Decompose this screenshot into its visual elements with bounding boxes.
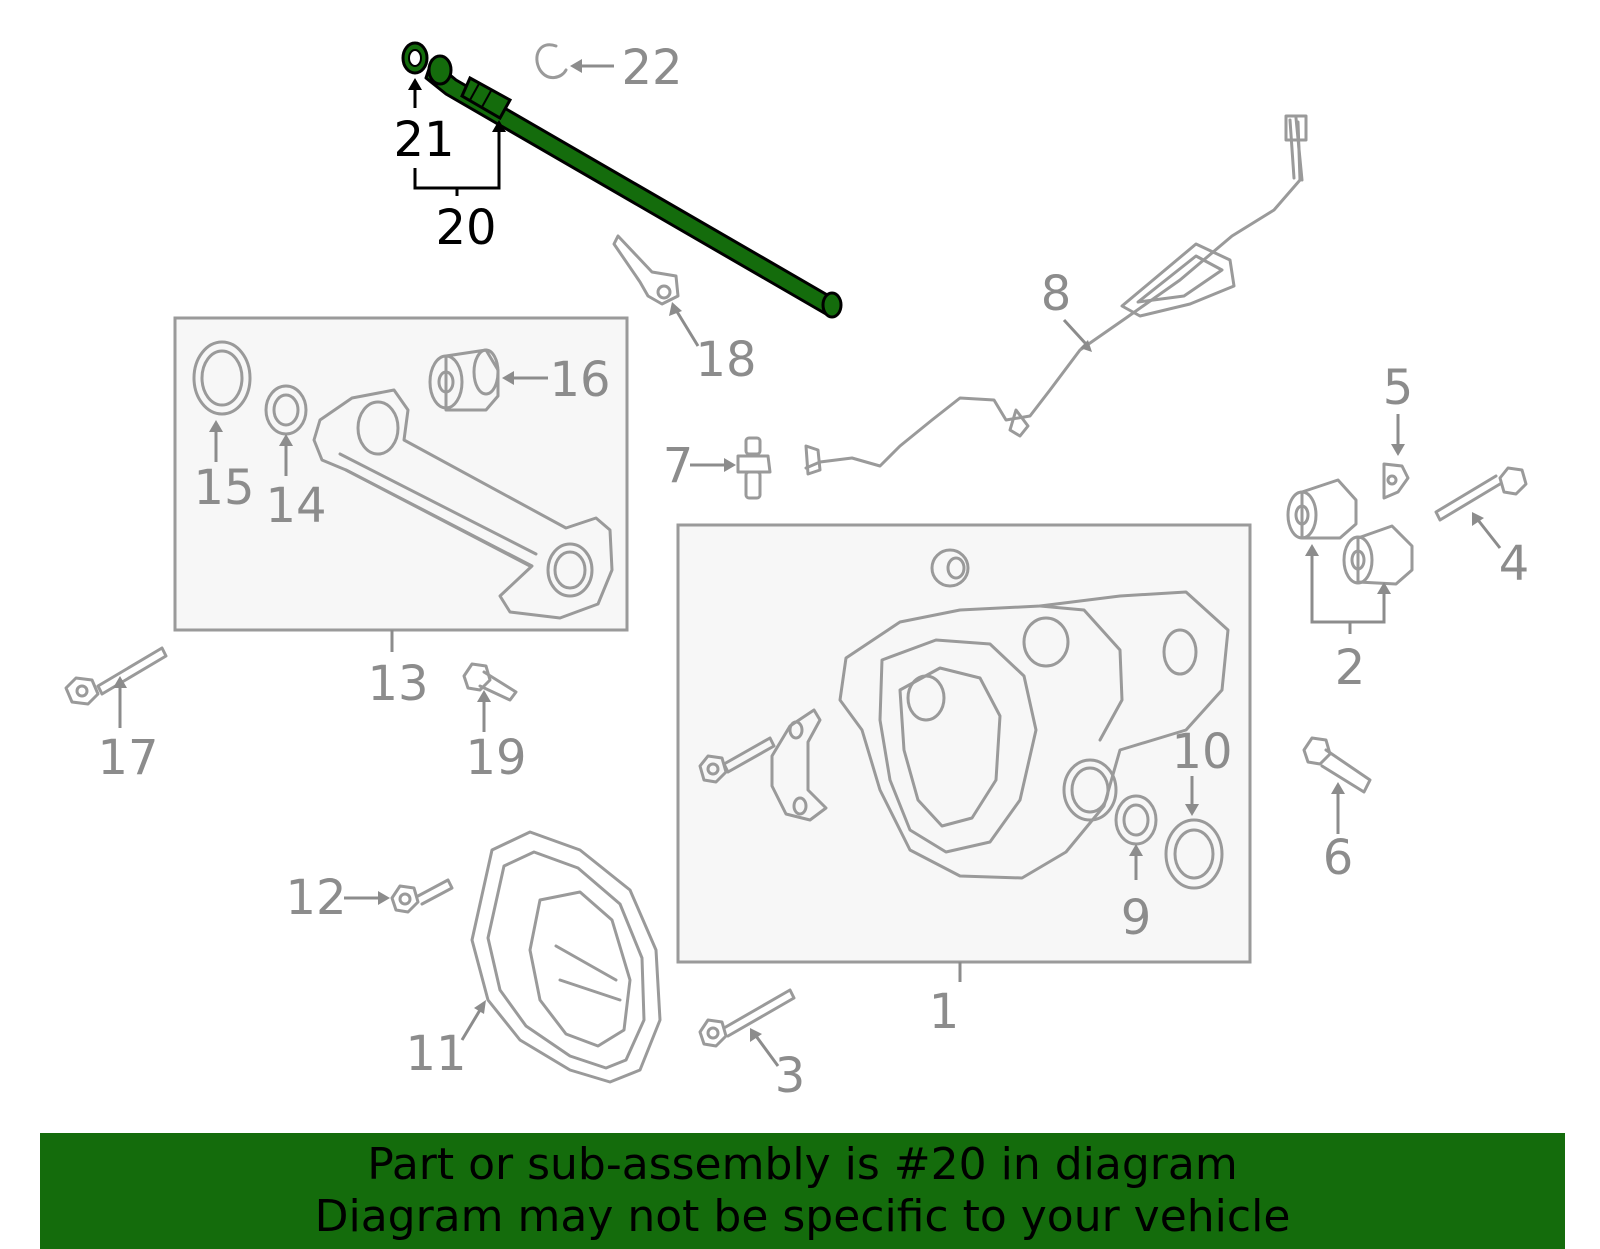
- cover-part-11[interactable]: [460, 830, 662, 1084]
- callout-18: 18: [695, 332, 756, 388]
- bracket-part-6[interactable]: [1302, 736, 1372, 834]
- leaders-box-13: [209, 371, 548, 652]
- bushings-part-2[interactable]: [1286, 478, 1414, 634]
- vent-part-7[interactable]: [690, 436, 772, 500]
- bolt-part-17[interactable]: [64, 646, 168, 728]
- callout-13: 13: [367, 656, 428, 712]
- callout-6: 6: [1323, 830, 1354, 886]
- bolt-part-19[interactable]: [462, 662, 518, 732]
- banner-line-2: Diagram may not be specific to your vehi…: [314, 1191, 1291, 1242]
- banner-line-1: Part or sub-assembly is #20 in diagram: [367, 1139, 1238, 1190]
- callout-21: 21: [393, 112, 454, 168]
- callout-3: 3: [775, 1048, 806, 1104]
- bolt-part-4[interactable]: [1434, 466, 1528, 549]
- housing-box-1[interactable]: [676, 523, 1252, 964]
- callout-12: 12: [285, 870, 346, 926]
- callout-14: 14: [265, 478, 326, 534]
- callout-20: 20: [435, 200, 496, 256]
- callout-2: 2: [1335, 640, 1366, 696]
- callout-16: 16: [549, 352, 610, 408]
- bracket-part-18[interactable]: [612, 234, 700, 347]
- callout-10: 10: [1171, 724, 1232, 780]
- callout-4: 4: [1499, 536, 1530, 592]
- callout-11: 11: [405, 1026, 466, 1082]
- bolt-part-3[interactable]: [698, 988, 796, 1067]
- info-banner: Part or sub-assembly is #20 in diagram D…: [40, 1133, 1565, 1249]
- clip-part-22[interactable]: [535, 43, 568, 79]
- seal-part-21[interactable]: [401, 41, 429, 75]
- callout-7: 7: [663, 438, 694, 494]
- bolt-part-12[interactable]: [344, 878, 454, 914]
- callout-8: 8: [1041, 266, 1072, 322]
- leader-20-21: [408, 78, 506, 196]
- callout-5: 5: [1383, 360, 1414, 416]
- callout-9: 9: [1121, 890, 1152, 946]
- callout-1: 1: [929, 984, 960, 1040]
- harness-part-8[interactable]: [804, 114, 1308, 476]
- clip-part-5[interactable]: [1382, 414, 1410, 500]
- callout-17: 17: [97, 730, 158, 786]
- axle-shaft-part-20[interactable]: [424, 54, 843, 319]
- tube-assembly-box-13[interactable]: [173, 316, 629, 632]
- callout-19: 19: [465, 730, 526, 786]
- callout-22: 22: [621, 40, 682, 96]
- leader-22: [570, 59, 614, 73]
- callout-15: 15: [193, 460, 254, 516]
- leaders-box-1: [958, 776, 1199, 982]
